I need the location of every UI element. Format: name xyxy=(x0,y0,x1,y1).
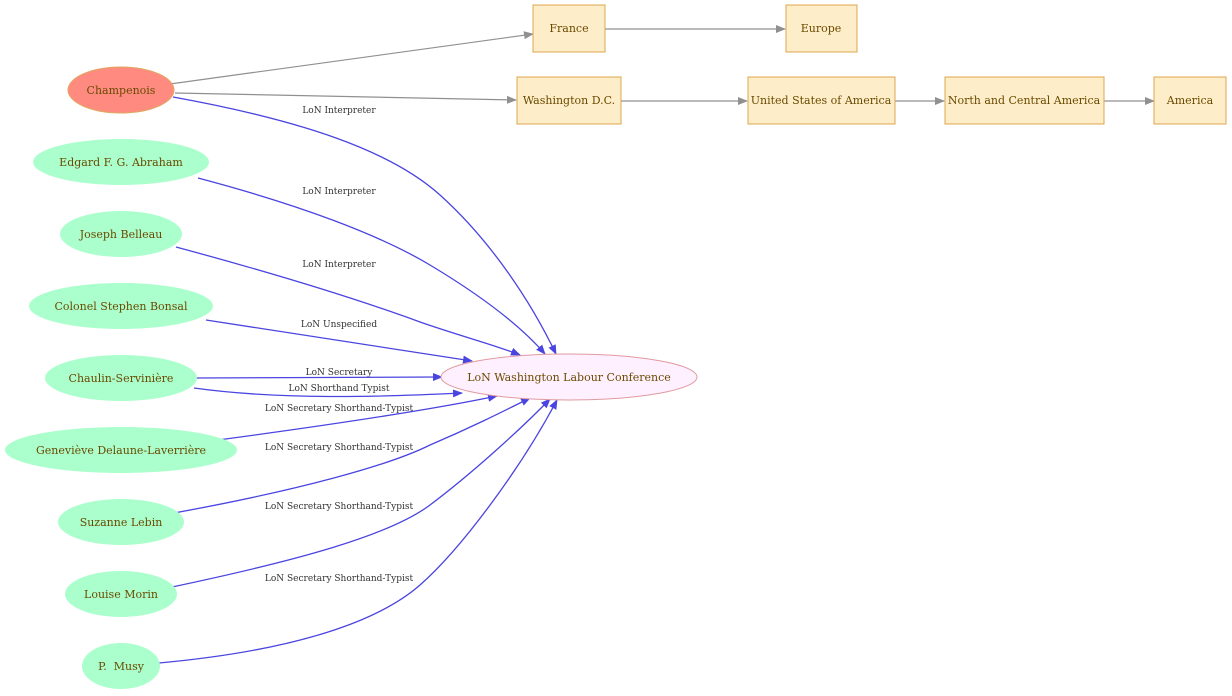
person-shape xyxy=(65,571,177,617)
edge-label-abraham: LoN Interpreter xyxy=(302,187,376,197)
node-label-musy: P. Musy xyxy=(98,660,145,673)
node-belleau[interactable]: Joseph Belleau xyxy=(60,211,182,257)
event-shape xyxy=(440,353,698,401)
edge-champenois-conference xyxy=(172,96,557,355)
node-label-washington: Washington D.C. xyxy=(523,94,615,107)
node-europe[interactable]: Europe xyxy=(785,4,858,53)
edge-chaulin-conference-typist xyxy=(193,387,463,398)
person-shape xyxy=(82,643,160,689)
place-shape xyxy=(944,76,1105,125)
person-shape xyxy=(33,139,209,185)
node-france[interactable]: France xyxy=(532,4,606,53)
node-label-america: America xyxy=(1166,94,1214,107)
place-shape xyxy=(532,4,606,53)
node-lebin[interactable]: Suzanne Lebin xyxy=(58,499,184,545)
edge-lebin-conference xyxy=(173,397,531,514)
place-edges xyxy=(169,25,1155,105)
node-nca[interactable]: North and Central America xyxy=(944,76,1105,125)
node-label-champenois: Champenois xyxy=(87,84,156,97)
place-shape xyxy=(785,4,858,53)
edge-labels: LoN Interpreter LoN Interpreter LoN Inte… xyxy=(265,106,414,584)
edge-label-belleau: LoN Interpreter xyxy=(302,260,376,270)
person-shape xyxy=(60,211,182,257)
node-abraham[interactable]: Edgard F. G. Abraham xyxy=(33,139,209,185)
edge-label-bonsal: LoN Unspecified xyxy=(301,320,377,330)
edge-bonsal-conference xyxy=(205,319,473,364)
node-delaune[interactable]: Geneviève Delaune-Laverrière xyxy=(5,427,237,473)
node-label-europe: Europe xyxy=(801,22,842,35)
node-label-usa: United States of America xyxy=(751,94,892,107)
node-america[interactable]: America xyxy=(1153,76,1227,125)
role-edges xyxy=(158,96,558,664)
node-conference[interactable]: LoN Washington Labour Conference xyxy=(440,353,698,401)
node-label-lebin: Suzanne Lebin xyxy=(80,516,163,529)
node-label-chaulin: Chaulin-Servinière xyxy=(69,372,174,385)
node-label-bonsal: Colonel Stephen Bonsal xyxy=(55,300,188,313)
edge-champenois-france xyxy=(169,31,534,85)
person-shape xyxy=(45,355,197,401)
node-label-abraham: Edgard F. G. Abraham xyxy=(59,156,183,169)
edge-chaulin-conference-secretary xyxy=(195,373,443,382)
person-shape xyxy=(58,499,184,545)
node-champenois[interactable]: Champenois xyxy=(67,66,175,114)
edge-label-champenois: LoN Interpreter xyxy=(302,106,376,116)
edge-label-musy: LoN Secretary Shorthand-Typist xyxy=(265,574,414,584)
place-shape xyxy=(1153,76,1227,125)
edge-morin-conference xyxy=(171,398,551,588)
edge-musy-conference xyxy=(158,399,558,664)
node-label-morin: Louise Morin xyxy=(84,588,158,601)
person-shape xyxy=(29,283,213,329)
node-musy[interactable]: P. Musy xyxy=(82,643,160,689)
node-washington[interactable]: Washington D.C. xyxy=(516,76,622,125)
edge-abraham-conference xyxy=(197,177,546,355)
edge-label-morin: LoN Secretary Shorthand-Typist xyxy=(265,502,414,512)
person-shape xyxy=(5,427,237,473)
edge-label-chaulin-secretary: LoN Secretary xyxy=(306,368,374,378)
edge-delaune-conference xyxy=(217,393,498,441)
node-label-france: France xyxy=(549,22,588,35)
node-morin[interactable]: Louise Morin xyxy=(65,571,177,617)
node-usa[interactable]: United States of America xyxy=(747,76,896,125)
node-bonsal[interactable]: Colonel Stephen Bonsal xyxy=(29,283,213,329)
edge-label-lebin: LoN Secretary Shorthand-Typist xyxy=(265,443,414,453)
node-label-belleau: Joseph Belleau xyxy=(79,228,163,241)
edge-belleau-conference xyxy=(175,246,521,356)
node-label-delaune: Geneviève Delaune-Laverrière xyxy=(36,444,206,457)
edge-label-delaune: LoN Secretary Shorthand-Typist xyxy=(265,404,414,414)
place-shape xyxy=(516,76,622,125)
node-label-conference: LoN Washington Labour Conference xyxy=(467,371,671,384)
edge-champenois-washington xyxy=(174,92,517,104)
focus-person-shape xyxy=(67,66,175,114)
node-label-nca: North and Central America xyxy=(948,94,1101,107)
node-chaulin[interactable]: Chaulin-Servinière xyxy=(45,355,197,401)
edge-label-chaulin-typist: LoN Shorthand Typist xyxy=(289,384,390,394)
place-shape xyxy=(747,76,896,125)
